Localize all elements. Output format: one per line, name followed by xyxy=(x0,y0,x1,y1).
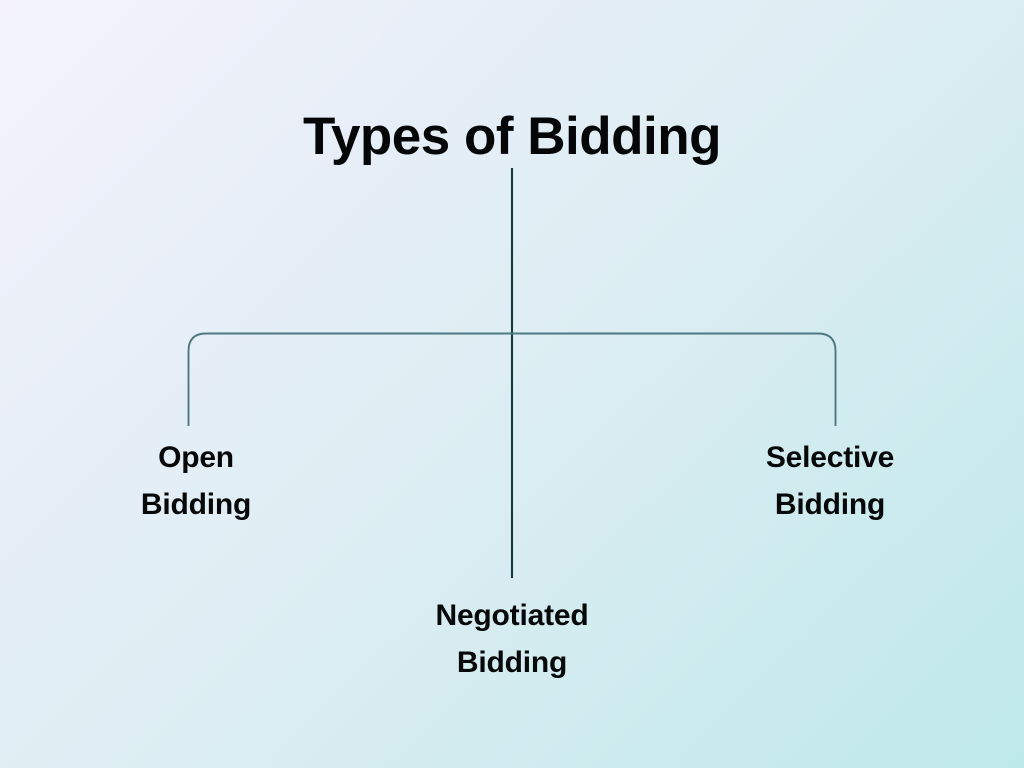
tree-node-open-bidding: Open Bidding xyxy=(46,434,346,528)
tree-node-selective-bidding-line1: Selective xyxy=(765,441,895,474)
tree-node-open-bidding-line2: Bidding xyxy=(140,488,252,521)
tree-node-selective-bidding-line2: Bidding xyxy=(774,488,886,521)
tree-node-open-bidding-line1: Open xyxy=(158,441,234,474)
connector-crossbar xyxy=(187,332,837,426)
tree-node-negotiated-bidding: Negotiated Bidding xyxy=(362,592,662,686)
tree-node-negotiated-bidding-line2: Bidding xyxy=(456,646,568,679)
page-title: Types of Bidding xyxy=(303,107,721,166)
tree-node-selective-bidding: Selective Bidding xyxy=(680,434,980,528)
tree-node-negotiated-bidding-line1: Negotiated xyxy=(435,599,589,632)
